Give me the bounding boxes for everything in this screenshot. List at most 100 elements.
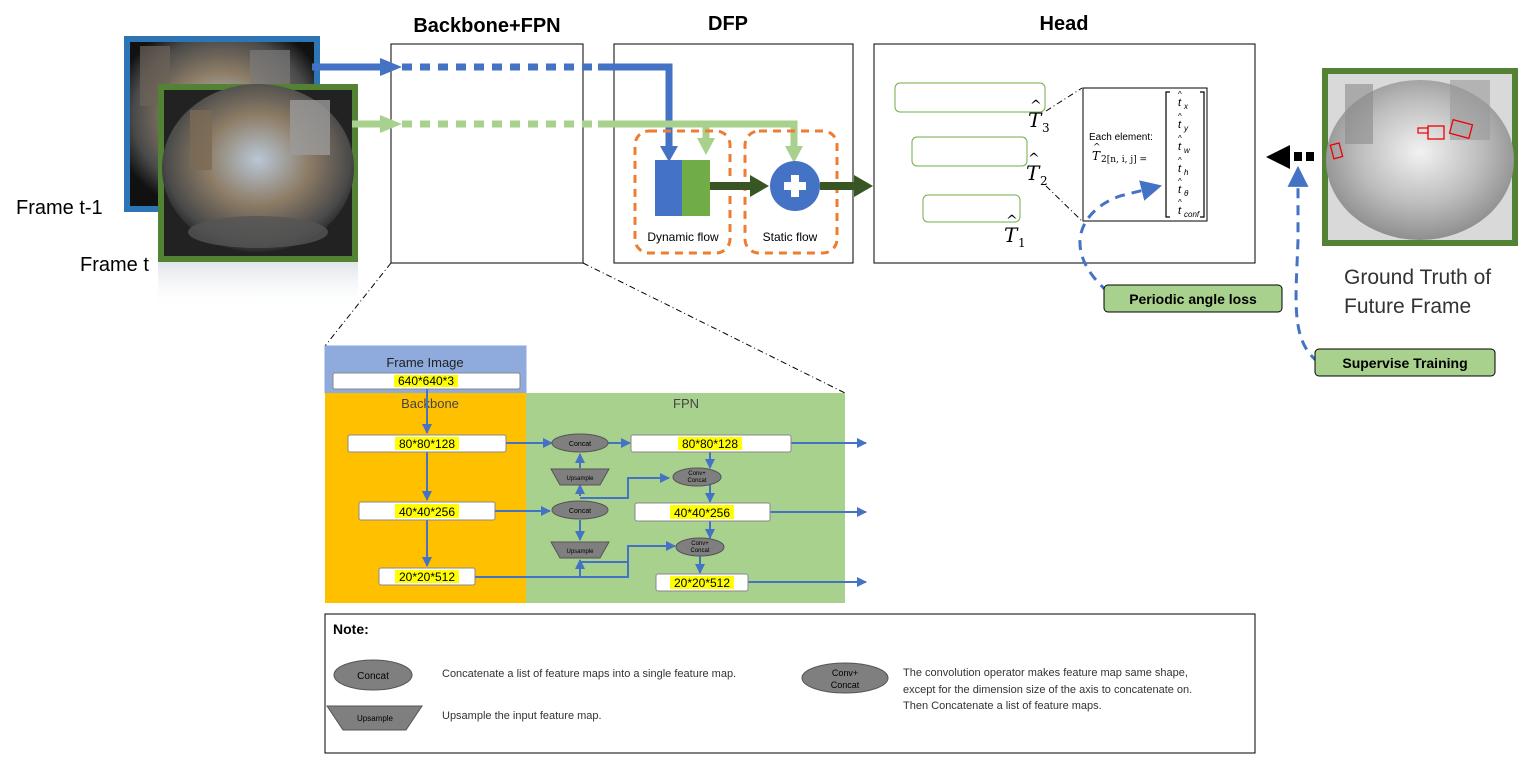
svg-text:2: 2 <box>1040 174 1048 188</box>
dfp-title: DFP <box>708 13 748 35</box>
svg-text:w: w <box>1184 146 1191 155</box>
note-concat-desc: Concatenate a list of feature maps into … <box>442 668 736 680</box>
backbone-fpn-box <box>390 43 584 264</box>
conv-concat-op-1-label-b: Concat <box>687 478 706 484</box>
note-title: Note: <box>333 621 369 637</box>
svg-text:^: ^ <box>1178 112 1182 121</box>
conv-concat-op-2-label-a: Conv+ <box>691 541 709 547</box>
svg-text:^: ^ <box>1178 156 1182 165</box>
head-output-1 <box>922 194 1021 223</box>
backbone-fpn-title: Backbone+FPN <box>413 15 560 37</box>
head-title: Head <box>1040 13 1089 35</box>
backbone-node-1-label: 80*80*128 <box>399 437 455 451</box>
svg-text:t: t <box>1178 163 1182 175</box>
fpn-node-2-label: 40*40*256 <box>674 506 730 520</box>
svg-text:T: T <box>1028 108 1043 132</box>
fpn-panel <box>526 393 845 603</box>
svg-text:T: T <box>1026 161 1041 185</box>
ground-truth-image <box>1322 68 1518 246</box>
frame-prev-label: Frame t-1 <box>16 197 103 219</box>
svg-text:^: ^ <box>1030 98 1042 114</box>
svg-text:^: ^ <box>1028 151 1040 167</box>
backbone-node-1-highlight <box>395 437 459 450</box>
svg-text:h: h <box>1184 168 1189 177</box>
t3-label: T ^ 3 <box>1028 98 1050 135</box>
t1-label: T ^ 1 <box>1004 213 1026 250</box>
t2-label: T ^ 2 <box>1026 151 1048 188</box>
backbone-node-2-label: 40*40*256 <box>399 505 455 519</box>
svg-text:T: T <box>1092 149 1101 163</box>
detail-zoom-left <box>324 262 392 347</box>
concat-op-2-label: Concat <box>569 508 591 515</box>
each-element-label: Each element: <box>1089 132 1153 143</box>
fpn-connectors <box>475 438 867 587</box>
svg-text:^: ^ <box>1178 198 1182 207</box>
note-conv-concat-icon <box>801 662 889 694</box>
note-upsample-label: Upsample <box>357 714 394 723</box>
head-output-3 <box>894 82 1046 113</box>
svg-text:T: T <box>1004 223 1019 247</box>
supervise-training-label: Supervise Training <box>1342 355 1467 371</box>
ground-truth-label-line1: Ground Truth of <box>1344 266 1491 289</box>
concat-op-2 <box>551 500 609 520</box>
svg-text:2[n, i, j] =: 2[n, i, j] = <box>1101 155 1147 165</box>
backbone-panel-title: Backbone <box>401 396 459 411</box>
svg-text:conf: conf <box>1184 210 1200 219</box>
note-upsample-icon <box>326 705 423 731</box>
svg-text:^: ^ <box>1178 177 1182 186</box>
input-size-highlight <box>394 375 458 387</box>
fpn-node-1-highlight <box>678 437 742 450</box>
loss-arrow <box>1078 180 1163 294</box>
add-icon <box>770 161 820 211</box>
upsample-op-1 <box>550 468 610 486</box>
supervise-training-box <box>1314 348 1496 377</box>
frame-cur-image <box>158 84 358 310</box>
conv-concat-op-1-label-a: Conv+ <box>688 471 706 477</box>
detail-zoom-right <box>582 262 846 394</box>
svg-text:x: x <box>1183 102 1189 111</box>
svg-text:t: t <box>1178 97 1182 109</box>
ground-truth-label-line2: Future Frame <box>1344 295 1471 318</box>
fpn-node-1-label: 80*80*128 <box>682 437 738 451</box>
note-conv-desc-2: except for the dimension size of the axi… <box>903 684 1192 696</box>
note-conv-label-1: Conv+ <box>832 668 858 678</box>
svg-text:t: t <box>1178 141 1182 153</box>
supervise-arrow <box>1287 165 1319 364</box>
svg-text:t: t <box>1178 119 1182 131</box>
upsample-op-2-label: Upsample <box>566 549 594 555</box>
note-conv-desc-3: Then Concatenate a list of feature maps. <box>903 700 1102 712</box>
frame-image-title: Frame Image <box>386 355 463 370</box>
backbone-node-3-highlight <box>395 570 459 583</box>
fpn-node-2-highlight <box>670 505 734 519</box>
dynamic-flow-region <box>633 129 732 255</box>
conv-concat-op-2-label-b: Concat <box>690 548 709 554</box>
conv-concat-op-2 <box>675 537 725 557</box>
zoom-line-top <box>1045 87 1083 112</box>
dynamic-feature-green <box>682 160 710 216</box>
fpn-node-3-label: 20*20*512 <box>674 576 730 590</box>
concat-op-1-label: Concat <box>569 441 591 448</box>
static-flow-region <box>743 129 839 255</box>
svg-text:^: ^ <box>1178 90 1182 99</box>
backbone-node-3-label: 20*20*512 <box>399 570 455 584</box>
svg-text:t: t <box>1178 184 1182 196</box>
fuse-arrow <box>710 175 769 197</box>
frame-cur-label: Frame t <box>80 254 149 276</box>
element-formula: T ^ 2[n, i, j] = <box>1092 143 1147 165</box>
dynamic-flow-label: Dynamic flow <box>647 230 719 244</box>
concat-op-1 <box>551 433 609 453</box>
periodic-angle-loss-box <box>1103 284 1283 313</box>
conv-concat-op-1 <box>672 467 722 487</box>
note-conv-label-2: Concat <box>831 680 860 690</box>
fpn-node-3-highlight <box>670 576 734 589</box>
zoom-line-bottom <box>1045 185 1083 222</box>
note-conv-desc-1: The convolution operator makes feature m… <box>903 667 1188 679</box>
svg-text:1: 1 <box>1018 236 1026 250</box>
input-size-label: 640*640*3 <box>398 374 454 388</box>
note-concat-label: Concat <box>357 671 389 682</box>
note-upsample-desc: Upsample the input feature map. <box>442 710 602 722</box>
svg-text:θ: θ <box>1184 189 1189 198</box>
note-concat-icon <box>333 659 413 691</box>
